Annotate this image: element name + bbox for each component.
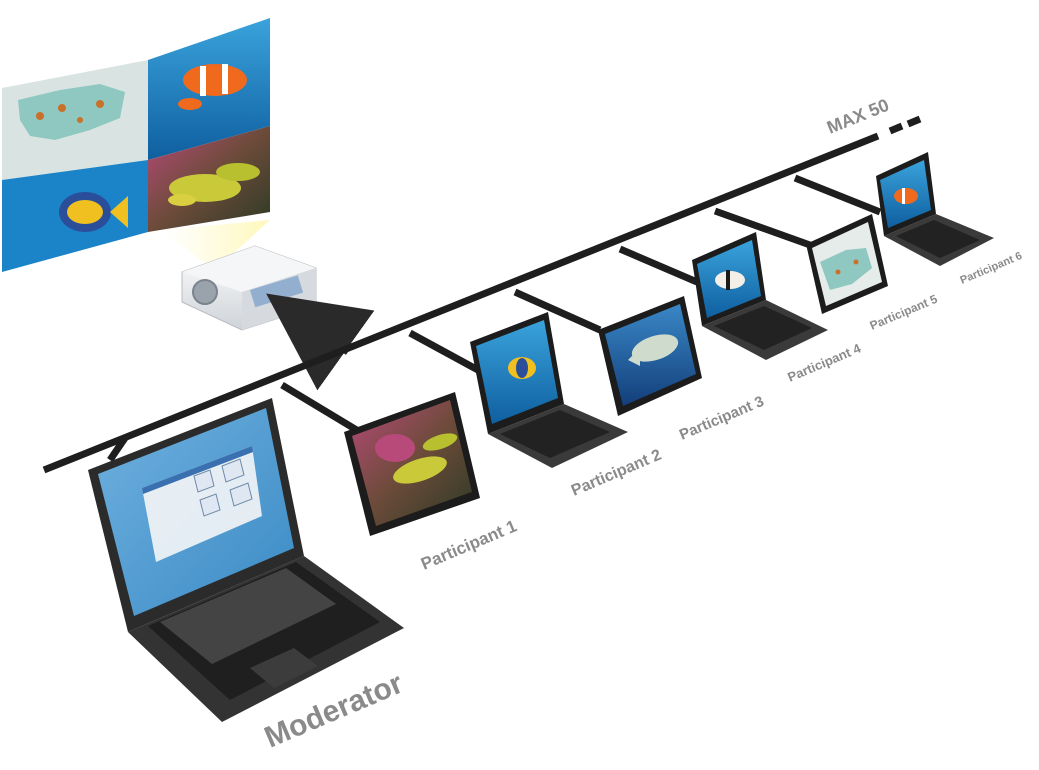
clownfish-panel xyxy=(178,64,247,110)
participant-6-label: Participant 6 xyxy=(958,250,1023,287)
projector-arrow xyxy=(266,293,375,391)
angelfish-panel xyxy=(59,192,128,232)
max-participants-label: MAX 50 xyxy=(824,95,892,138)
moderator-device xyxy=(88,398,404,722)
moderator-touchpad xyxy=(250,648,318,688)
participant-1-label: Participant 1 xyxy=(418,516,519,573)
participant-4-label: Participant 4 xyxy=(785,340,863,385)
participant-2-device xyxy=(470,312,628,468)
participant-6-device xyxy=(876,152,994,266)
moderator-keyboard xyxy=(160,568,336,664)
projector-beam xyxy=(160,220,270,270)
us-map-panel xyxy=(18,84,125,140)
participant-1-device xyxy=(344,392,480,536)
participant-2-label: Participant 2 xyxy=(569,446,664,499)
participant-3-device xyxy=(598,296,702,416)
participant-3-label: Participant 3 xyxy=(677,393,767,444)
participant-5-device xyxy=(806,214,888,314)
aquarium-fish-panel xyxy=(168,163,260,206)
drop-cables xyxy=(107,174,882,462)
projection-screen xyxy=(2,18,270,272)
network-backbone xyxy=(42,115,922,474)
participant-5-label: Participant 5 xyxy=(868,292,940,333)
participant-4-device xyxy=(692,232,828,360)
